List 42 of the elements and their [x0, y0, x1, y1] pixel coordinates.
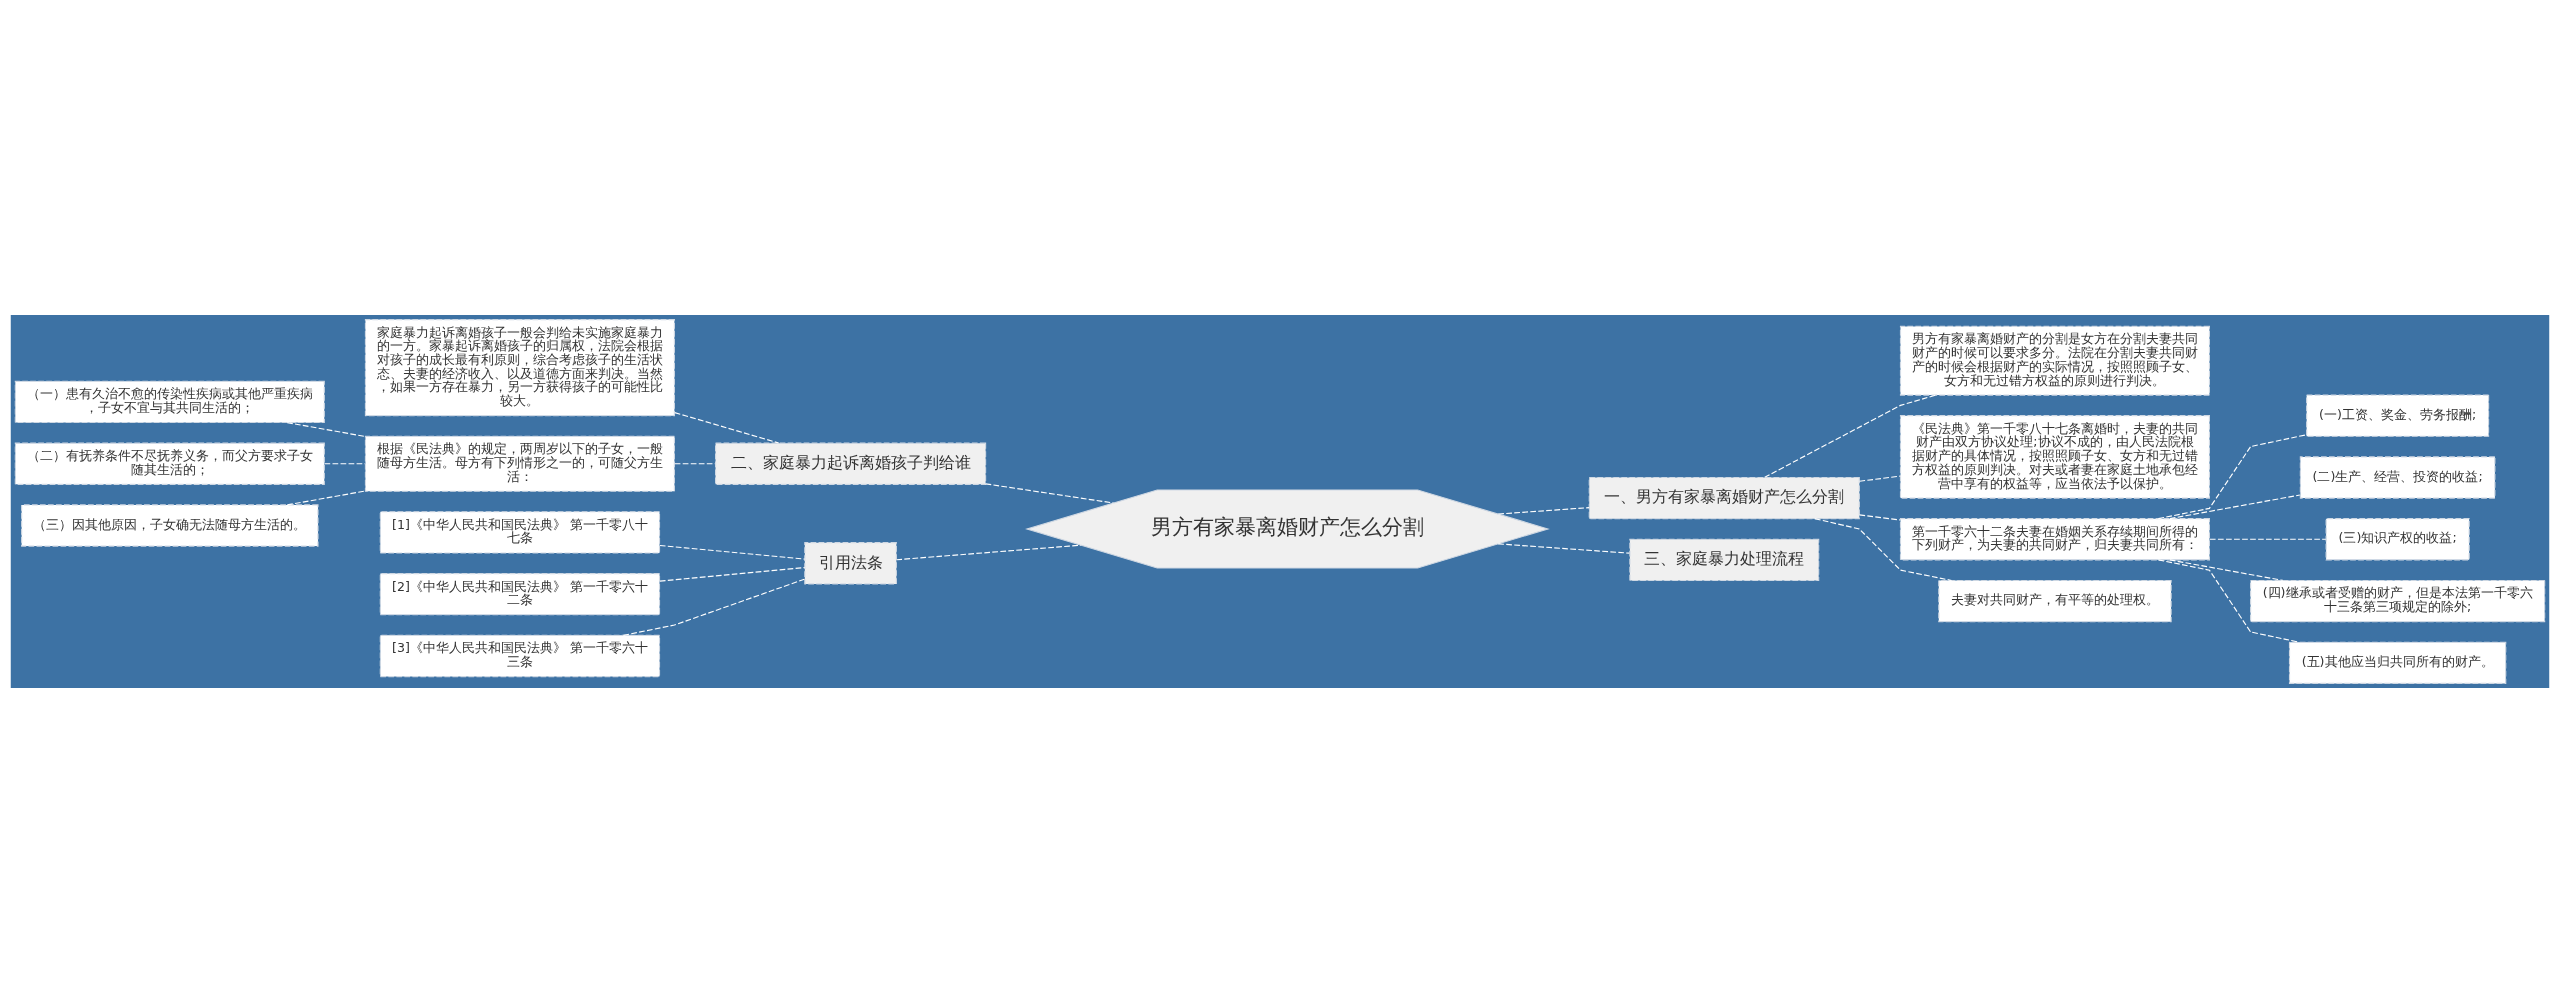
node-box: 家庭暴力起诉离婚孩子一般会判给未实施家庭暴力的一方。家暴起诉离婚孩子的归属权，法院会根据对孩子的成长最有利原则，综合考虑孩子的生活状态、夫妻的经济收入、以及道德方面来判决。当然，如果一方存在暴力，另一方获得孩子的可能性比较大。 [364, 318, 675, 416]
node-box: 一、男方有家暴离婚财产怎么分割 [1588, 476, 1860, 519]
connector [1497, 506, 1590, 515]
node-box: （二）有抚养条件不尽抚养义务，而父方要求子女随其生活的； [14, 442, 325, 485]
connector [985, 482, 1115, 504]
node-box: [1]《中华人民共和国民法典》 第一千零八十七条 [379, 510, 661, 554]
connector [674, 462, 716, 464]
node-box: [3]《中华人民共和国民法典》 第一千零六十三条 [379, 634, 661, 677]
connector [1814, 517, 1953, 581]
node-box: 第一千零六十二条夫妻在婚姻关系存续期间所得的下列财产，为夫妻的共同财产，归夫妻共同所有： [1899, 517, 2210, 560]
connector [2157, 558, 2300, 643]
connector [286, 421, 366, 437]
node-box: 夫妻对共同财产，有平等的处理权。 [1938, 579, 2172, 622]
node-box: 《民法典》第一千零八十七条离婚时，夫妻的共同财产由双方协议处理;协议不成的，由人民法院根据财产的具体情况，按照照顾子女、女方和无过错方权益的原则判决。对夫或者妻在家庭土地承包经营中享有的权益等，应当依法予以保护。 [1899, 414, 2210, 499]
connector [1497, 542, 1630, 554]
connector [2169, 558, 2284, 581]
node-box: （一）患有久治不愈的传染性疾病或其他严重疾病，子女不宜与其共同生活的； [14, 380, 325, 423]
node-box: （三）因其他原因，子女确无法随母方生活的。 [21, 503, 319, 547]
node-box: (三)知识产权的收益; [2325, 517, 2470, 560]
node-box: 引用法条 [804, 541, 897, 584]
node-box: 男方有家暴离婚财产的分割是女方在分割夫妻共同财产的时候可以要求多分。法院在分割夫妻共同财产的时候会根据财产的实际情况，按照照顾子女、女方和无过错方权益的原则进行判决。 [1899, 325, 2210, 396]
connector [659, 544, 806, 560]
node-box: (一)工资、奖金、劳务报酬; [2306, 394, 2490, 437]
connector [286, 489, 366, 505]
connector [2209, 538, 2327, 540]
connector [1858, 513, 1901, 521]
connector [2157, 433, 2308, 519]
connector [2169, 493, 2301, 519]
connector [1764, 394, 1937, 478]
node-box: [2]《中华人民共和国民法典》 第一千零六十二条 [379, 572, 661, 615]
connector [1858, 475, 1901, 482]
node-box: (五)其他应当归共同所有的财产。 [2288, 641, 2507, 684]
node-box: (二)生产、经营、投资的收益; [2299, 455, 2496, 499]
node-box: 三、家庭暴力处理流程 [1629, 538, 1820, 581]
connector [323, 462, 366, 464]
node-box: 二、家庭暴力起诉离婚孩子判给谁 [715, 442, 987, 485]
connector [896, 544, 1082, 560]
connector [622, 577, 806, 636]
node-box: 根据《民法典》的规定，两周岁以下的子女，一般随母方生活。母方有下列情形之一的，可随父方生活： [364, 435, 675, 492]
connector [674, 411, 780, 444]
connector [659, 566, 806, 582]
node-box: (四)继承或者受赠的财产，但是本法第一千零六十三条第三项规定的除外; [2250, 579, 2546, 622]
